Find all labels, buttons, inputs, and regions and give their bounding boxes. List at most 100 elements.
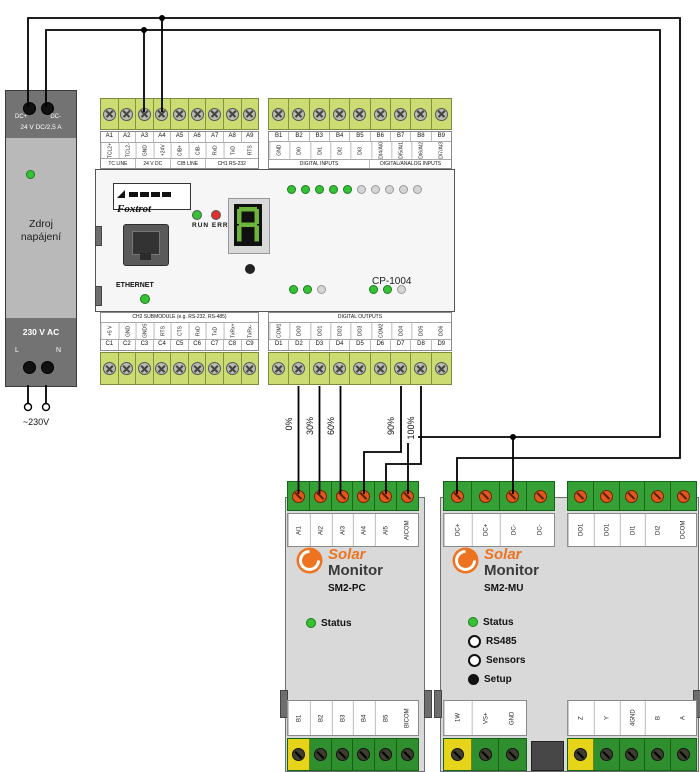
terminal-signal: A — [680, 716, 687, 721]
terminal-cell — [310, 482, 332, 510]
section-ch1-rs232: CH1 RS-232 — [217, 160, 246, 167]
screw-terminal — [573, 489, 587, 503]
terminal-cell — [154, 353, 172, 384]
terminal-signal: DI1 — [619, 514, 646, 546]
screw-terminal — [625, 748, 639, 761]
terminal-signal: DI4/AI0 — [370, 142, 391, 159]
terminal-number: B7 — [391, 132, 412, 142]
terminal-number: B8 — [411, 132, 432, 142]
terminal-cell — [411, 353, 432, 384]
screw-terminal — [401, 489, 415, 503]
sm2-pc-bottom-strip — [287, 738, 419, 771]
terminal-signal: DO1 — [568, 514, 594, 546]
terminal-number: A1 — [101, 132, 119, 142]
psu-name-line1: Zdroj — [29, 218, 53, 230]
terminal-cell — [391, 353, 412, 384]
status-led — [306, 618, 316, 628]
din-clip — [95, 286, 102, 306]
screw-terminal — [434, 107, 448, 121]
terminal-cell — [371, 99, 391, 129]
terminal-cell — [375, 739, 398, 770]
dc-plus-label: DC+ — [15, 114, 28, 120]
status-led — [315, 185, 324, 194]
terminal-signal: COM1 — [269, 323, 290, 339]
seven-segment-digit-A — [234, 204, 262, 246]
dc-minus-label: DC- — [50, 114, 61, 120]
terminal-signal: DO2 — [329, 323, 351, 339]
status-led — [357, 185, 366, 194]
terminal-cell — [242, 353, 259, 384]
terminal-signal: B5 — [375, 701, 398, 735]
mains-n-node — [41, 402, 51, 412]
line-label: L — [15, 347, 19, 354]
terminal-signal: CIB+ — [171, 142, 189, 159]
terminal-number: C3 — [136, 340, 154, 350]
screw-terminal — [357, 748, 371, 761]
terminal-cell — [391, 99, 412, 129]
terminal-cell — [171, 99, 189, 129]
terminal-cell — [353, 482, 376, 510]
screw-terminal — [102, 107, 116, 121]
screw-terminal — [333, 362, 347, 375]
terminal-number: D8 — [411, 340, 432, 350]
terminal-number: C2 — [119, 340, 137, 350]
status-led — [289, 285, 298, 294]
screw-terminal — [333, 107, 347, 121]
terminal-number: B4 — [330, 132, 351, 142]
terminal-cell — [375, 482, 398, 510]
section-24vdc: 24 V DC — [136, 159, 171, 168]
screw-terminal — [506, 748, 520, 761]
terminal-signal: DO1 — [593, 514, 620, 546]
terminal-signal: TxRx+ — [223, 323, 242, 339]
terminal-number: C7 — [206, 340, 224, 350]
terminal-signal: AICOM — [404, 520, 411, 540]
terminal-cell — [499, 739, 526, 770]
screw-terminal — [478, 489, 492, 503]
terminal-cell — [444, 482, 472, 510]
terminal-number: B2 — [289, 132, 310, 142]
terminal-signal: DO1 — [309, 323, 330, 339]
terminal-cell — [500, 482, 528, 510]
section-ch2-submodule: CH2 SUBMODULE (e.g. RS-232, RS-485) — [101, 313, 258, 323]
terminal-signal: Y — [593, 701, 620, 735]
terminal-cell — [411, 99, 432, 129]
terminal-cell — [671, 739, 696, 770]
terminal-number: B9 — [437, 133, 445, 139]
section-digital-outputs: DIGITAL OUTPUTS — [269, 313, 451, 323]
psu-power-led — [26, 170, 35, 179]
sm2-mu-model-label: SM2-MU — [484, 583, 524, 594]
sm2-mu-power-strip — [443, 481, 555, 511]
terminal-signal: AI5 — [375, 514, 398, 546]
line-terminal — [23, 361, 36, 374]
terminal-signal: GNDS — [136, 323, 154, 339]
terminal-signal: DO0 — [289, 323, 310, 339]
mains-voltage-label: ~230V — [22, 417, 50, 427]
screw-terminal — [434, 362, 448, 375]
screw-terminal — [120, 107, 134, 121]
terminal-cell — [671, 482, 696, 510]
terminal-cell — [269, 99, 290, 129]
terminal-cell — [645, 482, 672, 510]
screw-terminal — [208, 107, 222, 121]
screw-terminal — [225, 362, 239, 375]
screw-terminal — [155, 107, 169, 121]
status-led — [399, 185, 408, 194]
terminal-signal: AI4 — [353, 514, 376, 546]
terminal-signal: B4 — [353, 701, 376, 735]
power-supply-front: Zdroj napájení — [6, 138, 76, 318]
sensors-indicator: Sensors — [468, 653, 525, 667]
terminal-signal: DC+ — [471, 514, 500, 546]
screw-terminal — [272, 107, 286, 121]
screw-terminal — [450, 748, 464, 761]
screw-terminal — [506, 489, 520, 503]
screw-terminal — [379, 489, 393, 503]
terminal-cell — [310, 353, 330, 384]
screw-terminal — [120, 362, 134, 375]
screw-terminal — [312, 107, 326, 121]
screw-terminal — [335, 748, 349, 761]
terminal-number: A6 — [189, 132, 207, 142]
